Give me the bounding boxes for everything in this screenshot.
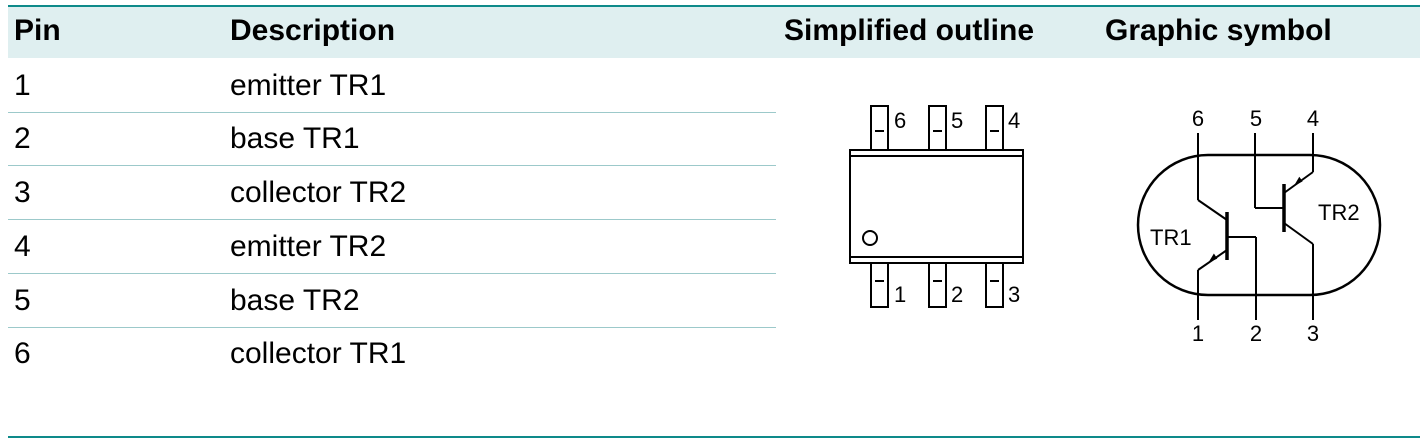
row-separator	[8, 219, 776, 220]
outline-bottom-pin-label: 1	[894, 282, 906, 307]
table-row: 2 base TR1	[8, 113, 776, 166]
tr1-label: TR1	[1150, 225, 1192, 250]
lead-pin-3	[985, 262, 1004, 308]
pin-description: base TR2	[230, 284, 360, 317]
symbol-bottom-pin-label: 2	[1250, 321, 1262, 346]
tr1-emitter-arrow	[1208, 253, 1218, 263]
table-row: 6 collector TR1	[8, 328, 776, 381]
header-graphic-symbol: Graphic symbol	[1105, 14, 1332, 47]
table-row: 4 emitter TR2	[8, 221, 776, 274]
tr2-collector	[1283, 222, 1314, 245]
header-pin: Pin	[14, 14, 61, 47]
outline-top-pin-label: 4	[1008, 108, 1020, 133]
symbol-top-pin-label: 5	[1250, 106, 1262, 131]
row-separator	[8, 327, 776, 328]
pin-description: collector TR2	[230, 176, 407, 209]
bottom-rule	[8, 436, 1420, 438]
symbol-bottom-pin-label: 3	[1307, 321, 1319, 346]
lead-pin-6	[870, 105, 889, 151]
row-separator	[8, 112, 776, 113]
tr1-collector	[1197, 199, 1228, 221]
pin-description: collector TR1	[230, 337, 407, 370]
lead-pin-4	[985, 105, 1004, 151]
header-simplified-outline: Simplified outline	[784, 14, 1035, 47]
lead-pin-1	[870, 262, 889, 308]
symbol-top-pin-label: 6	[1192, 106, 1204, 131]
outline-top-pin-label: 5	[951, 108, 963, 133]
symbol-envelope	[1136, 153, 1382, 297]
pin-number: 1	[14, 69, 31, 102]
outline-bottom-pin-label: 3	[1008, 282, 1020, 307]
pin-number: 3	[14, 176, 31, 209]
tr2-label: TR2	[1318, 200, 1360, 225]
top-rule	[8, 5, 1420, 7]
pin-description: emitter TR1	[230, 69, 387, 102]
lead-pin-5	[928, 105, 947, 151]
pin-number: 6	[14, 337, 31, 370]
simplified-outline-diagram: 6 5 4 1 2 3	[849, 105, 1024, 308]
pin1-marker	[862, 230, 878, 246]
package-body	[849, 149, 1024, 264]
tr2-emitter-arrow	[1293, 176, 1303, 187]
header-band	[8, 7, 1420, 58]
pin-description: emitter TR2	[230, 230, 387, 263]
pin-number: 4	[14, 230, 31, 263]
header-description: Description	[230, 14, 396, 47]
outline-bottom-pin-label: 2	[951, 282, 963, 307]
row-separator	[8, 273, 776, 274]
table-row: 5 base TR2	[8, 275, 776, 328]
table-row: 1 emitter TR1	[8, 60, 776, 113]
symbol-top-pin-label: 4	[1307, 106, 1319, 131]
row-separator	[8, 165, 776, 166]
pin-number: 2	[14, 122, 31, 155]
pin-number: 5	[14, 284, 31, 317]
outline-top-pin-label: 6	[894, 108, 906, 133]
lead-pin-2	[928, 262, 947, 308]
graphic-symbol-diagram: 6 5 4 1 2 3 TR1 TR2	[1136, 106, 1382, 346]
pin-description: base TR1	[230, 122, 360, 155]
symbol-bottom-pin-label: 1	[1192, 321, 1204, 346]
table-row: 3 collector TR2	[8, 167, 776, 220]
